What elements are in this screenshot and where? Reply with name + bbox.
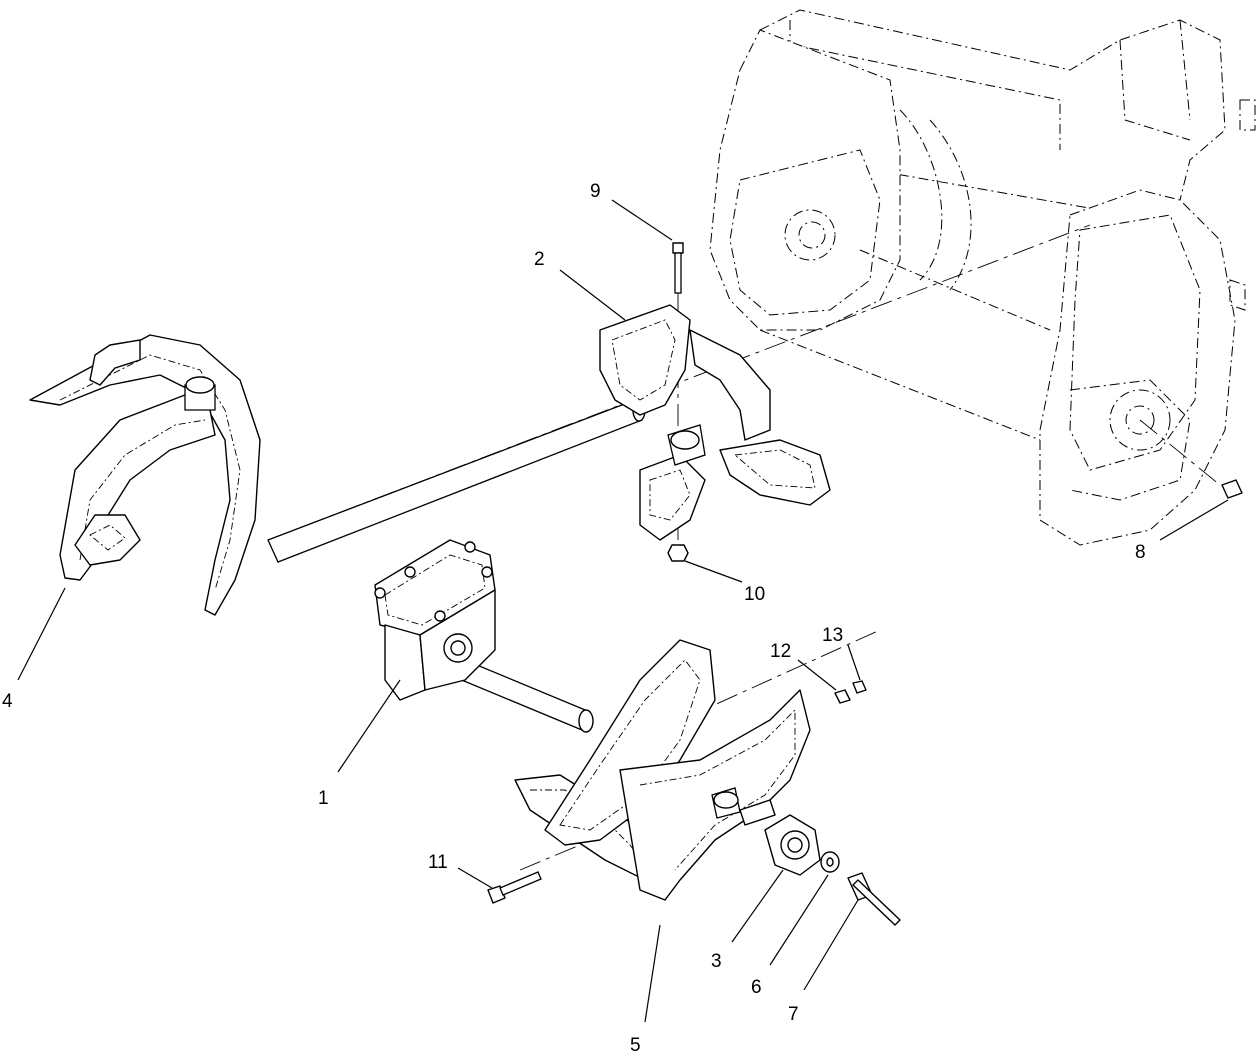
leader-12 bbox=[797, 659, 837, 691]
bottom-auger-flight bbox=[514, 639, 811, 901]
callout-9: 9 bbox=[590, 181, 601, 202]
hardware bbox=[487, 242, 1243, 904]
callout-11: 11 bbox=[428, 852, 448, 873]
callout-leaders bbox=[17, 199, 1229, 1023]
leader-10 bbox=[684, 560, 743, 583]
callout-6: 6 bbox=[751, 977, 762, 998]
gearbox bbox=[374, 539, 496, 701]
callout-12: 12 bbox=[770, 641, 791, 662]
callout-1: 1 bbox=[318, 788, 329, 809]
leader-9 bbox=[611, 199, 673, 241]
callout-7: 7 bbox=[788, 1004, 799, 1025]
leader-3 bbox=[731, 869, 784, 943]
leader-7 bbox=[803, 899, 859, 991]
callout-13: 13 bbox=[822, 625, 843, 646]
callout-labels: 1 2 3 4 5 6 7 8 9 10 11 12 13 bbox=[2, 181, 1146, 1056]
callout-8: 8 bbox=[1135, 542, 1146, 563]
leader-11 bbox=[457, 867, 493, 889]
leader-5 bbox=[644, 924, 661, 1023]
leader-13 bbox=[847, 644, 861, 681]
bearing-assembly bbox=[764, 814, 901, 926]
callout-2: 2 bbox=[534, 249, 545, 270]
leader-4 bbox=[17, 587, 66, 681]
callout-5: 5 bbox=[630, 1035, 641, 1056]
leader-6 bbox=[769, 874, 829, 966]
leader-2 bbox=[559, 269, 626, 321]
callout-3: 3 bbox=[711, 951, 722, 972]
right-auger-flight bbox=[599, 304, 831, 541]
leader-1 bbox=[337, 679, 401, 773]
callout-10: 10 bbox=[744, 584, 765, 605]
left-auger-flight bbox=[29, 334, 261, 616]
auger-housing-phantom bbox=[709, 9, 1256, 546]
callout-4: 4 bbox=[2, 691, 13, 712]
leader-8 bbox=[1159, 499, 1229, 541]
